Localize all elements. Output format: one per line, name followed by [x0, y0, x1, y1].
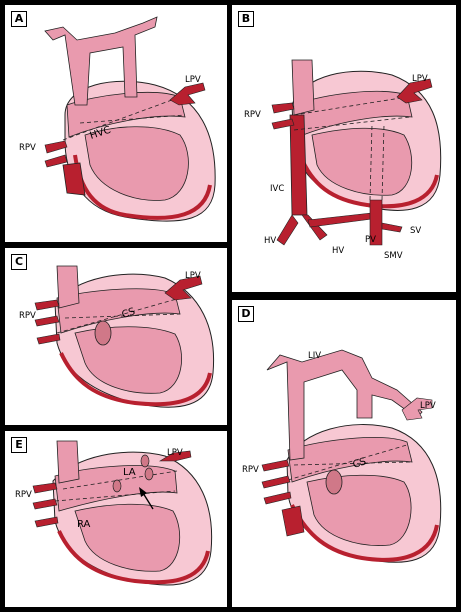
panel-a: LPV RPV HVC A [5, 5, 227, 242]
panel-e: LPV RPV LA RA E [5, 431, 227, 607]
label-lpv: LPV [167, 448, 183, 458]
heart-diagram-d: LIV LPV RPV CS [242, 349, 442, 563]
label-lpv: LPV [185, 271, 201, 281]
arrow-icon [142, 492, 154, 510]
label-lpv: LPV [420, 401, 436, 411]
label-hv-left: HV [264, 236, 276, 246]
heart-diagram-a: LPV RPV HVC [19, 16, 216, 222]
cs-ostium [94, 320, 112, 346]
label-smv: SMV [384, 251, 403, 261]
label-rpv: RPV [19, 311, 36, 321]
label-pv: PV [365, 235, 376, 245]
heart-diagram-b: LPV RPV IVC HV HV PV SV SMV [244, 59, 442, 261]
label-cs: CS [352, 456, 368, 471]
label-lpv: LPV [412, 74, 428, 84]
panel-c: LPV RPV CS C [5, 248, 227, 425]
label-la: LA [123, 467, 136, 478]
panel-letter-b: B [238, 11, 254, 27]
label-cs: CS [121, 306, 137, 321]
heart-diagram-e: LPV RPV LA RA [15, 440, 213, 586]
panel-b: LPV RPV IVC HV HV PV SV SMV B [232, 5, 456, 292]
cs-ostium [325, 469, 343, 495]
label-rpv: RPV [15, 490, 32, 500]
label-ra: RA [77, 519, 91, 530]
panel-letter-c: C [11, 254, 27, 270]
label-rpv: RPV [244, 110, 261, 120]
panel-letter-d: D [238, 306, 254, 322]
label-lpv: LPV [185, 75, 201, 85]
label-rpv: RPV [19, 143, 36, 153]
label-hv-mid: HV [332, 246, 344, 256]
label-rpv: RPV [242, 465, 259, 475]
label-ivc: IVC [270, 184, 284, 194]
label-liv: LIV [308, 351, 321, 361]
heart-diagram-c: LPV RPV CS [19, 265, 215, 408]
panel-letter-e: E [11, 437, 27, 453]
panel-d: LIV LPV RPV CS D [232, 300, 456, 607]
label-sv: SV [410, 226, 421, 236]
panel-letter-a: A [11, 11, 27, 27]
